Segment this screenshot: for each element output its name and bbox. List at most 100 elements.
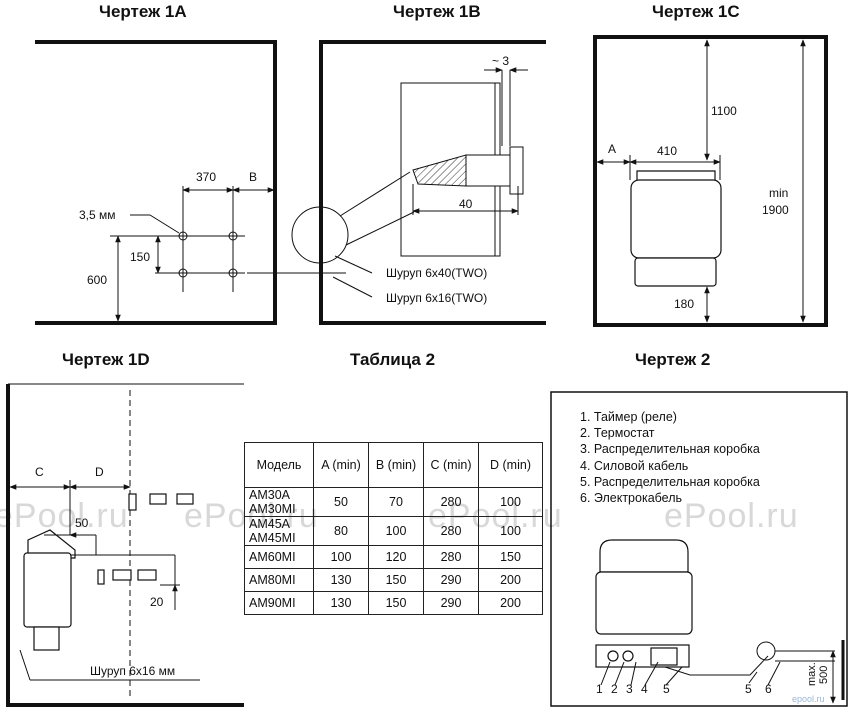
drawing-1d-dims: [9, 480, 200, 681]
dimension-20: 20: [150, 595, 164, 609]
model-name: AM30MI: [249, 502, 296, 516]
table-cell: 120: [368, 545, 424, 569]
dimension-a: A: [608, 142, 617, 156]
callout-4: 4: [641, 682, 648, 696]
drawing-1c-title: Чертеж 1C: [652, 2, 740, 21]
table-header-row: Модель A (min) B (min) C (min) D (min): [244, 442, 543, 488]
screw-6x16: Шуруп 6x16(TWO): [386, 291, 488, 305]
watermark: ePool.ru: [0, 497, 129, 535]
table-row: AM90MI 130 150 290 200: [244, 591, 543, 615]
table-cell: 130: [313, 591, 369, 615]
legend-item: 4. Силовой кабель: [580, 458, 689, 473]
dimension-1900: 1900: [762, 203, 789, 217]
dimension-410: 410: [657, 144, 678, 158]
model-name: AM45MI: [249, 531, 296, 545]
table-cell: 100: [368, 516, 424, 546]
table-cell: 100: [478, 487, 543, 517]
model-cell: AM90MI: [244, 591, 314, 615]
table-cell: 290: [423, 591, 479, 615]
screw-6x40: Шуруп 6x40(TWO): [386, 266, 488, 280]
dimension-370: 370: [196, 170, 217, 184]
legend-item: 2. Термостат: [580, 426, 655, 441]
table-header: C (min): [423, 442, 479, 488]
drawing-1c-dims: [596, 39, 806, 323]
table-cell: 150: [368, 591, 424, 615]
drawing-1a-title: Чертеж 1А: [99, 2, 187, 21]
table-cell: 280: [423, 516, 479, 546]
heater-2: [595, 539, 693, 668]
dimension-150: 150: [130, 250, 151, 264]
table-cell: 50: [313, 487, 369, 517]
drawing-1a-frame: [35, 40, 277, 325]
model-name: AM30A: [249, 488, 290, 502]
dimension-b: B: [249, 170, 258, 184]
table-2: Модель A (min) B (min) C (min) D (min) A…: [244, 442, 543, 615]
table-cell: 70: [368, 487, 424, 517]
callout-6: 6: [765, 682, 772, 696]
legend-item: 5. Распределительная коробка: [580, 474, 760, 489]
model-name: AM45A: [249, 517, 290, 531]
callout-5: 5: [663, 682, 670, 696]
table-cell: 150: [478, 545, 543, 569]
corner-watermark: epool.ru: [792, 694, 825, 704]
table-header: Модель: [244, 442, 314, 488]
dimension-min: min: [769, 186, 789, 200]
table-header: D (min): [478, 442, 543, 488]
table-cell: 130: [313, 568, 369, 592]
drawing-2-title: Чертеж 2: [635, 350, 711, 369]
heater-1c: [630, 170, 722, 287]
table-2-title: Таблица 2: [350, 350, 436, 369]
mount-hole: [228, 268, 238, 278]
dimension-50: 50: [75, 516, 89, 530]
drawing-1d-title: Чертеж 1D: [62, 350, 150, 369]
mount-hole: [178, 268, 188, 278]
callout-1: 1: [596, 682, 603, 696]
model-cell: AM80MI: [244, 568, 314, 592]
mount-hole: [228, 231, 238, 241]
legend-item: 3. Распределительная коробка: [580, 442, 760, 457]
dimension-c: C: [35, 465, 44, 479]
dimension-max: max.: [806, 662, 818, 686]
heater-1d: [23, 493, 194, 651]
screw-label: Шуруп 6x16 мм: [90, 664, 176, 678]
table-row: AM60MI 100 120 280 150: [244, 545, 543, 569]
drawing-1a-grid: [110, 186, 275, 322]
drawing-1b-title: Чертеж 1B: [393, 2, 481, 21]
screw-detail: [412, 67, 528, 215]
mount-hole: [178, 231, 188, 241]
dimension-3: ~ 3: [492, 54, 510, 68]
table-cell: 280: [423, 545, 479, 569]
dimension-600: 600: [87, 273, 108, 287]
table-cell: 100: [478, 516, 543, 546]
table-cell: 100: [313, 545, 369, 569]
callout-2: 2: [611, 682, 618, 696]
table-cell: 200: [478, 568, 543, 592]
table-cell: 200: [478, 591, 543, 615]
dimension-40: 40: [459, 197, 473, 211]
dimension-180: 180: [674, 297, 695, 311]
table-row: AM80MI 130 150 290 200: [244, 568, 543, 592]
watermark: ePool.ru: [664, 497, 799, 535]
table-cell: 150: [368, 568, 424, 592]
dimension-500: 500: [818, 665, 830, 684]
table-header: A (min): [313, 442, 369, 488]
hole-diameter: 3,5 мм: [79, 208, 116, 222]
table-cell: 80: [313, 516, 369, 546]
callout-3: 3: [626, 682, 633, 696]
table-cell: 290: [423, 568, 479, 592]
drawing-2-wiring: [600, 641, 836, 704]
legend-item: 6. Электрокабель: [580, 491, 683, 506]
callout-5-box: 5: [745, 682, 752, 696]
drawing-2-legend: 1. Таймер (реле) 2. Термостат 3. Распред…: [580, 409, 760, 506]
legend-item: 1. Таймер (реле): [580, 410, 677, 424]
dimension-d: D: [95, 465, 104, 479]
drawing-1d-frame: [6, 383, 244, 707]
table-header: B (min): [368, 442, 424, 488]
dimension-1100: 1100: [711, 104, 737, 118]
drawing-2-frame: [550, 391, 848, 707]
